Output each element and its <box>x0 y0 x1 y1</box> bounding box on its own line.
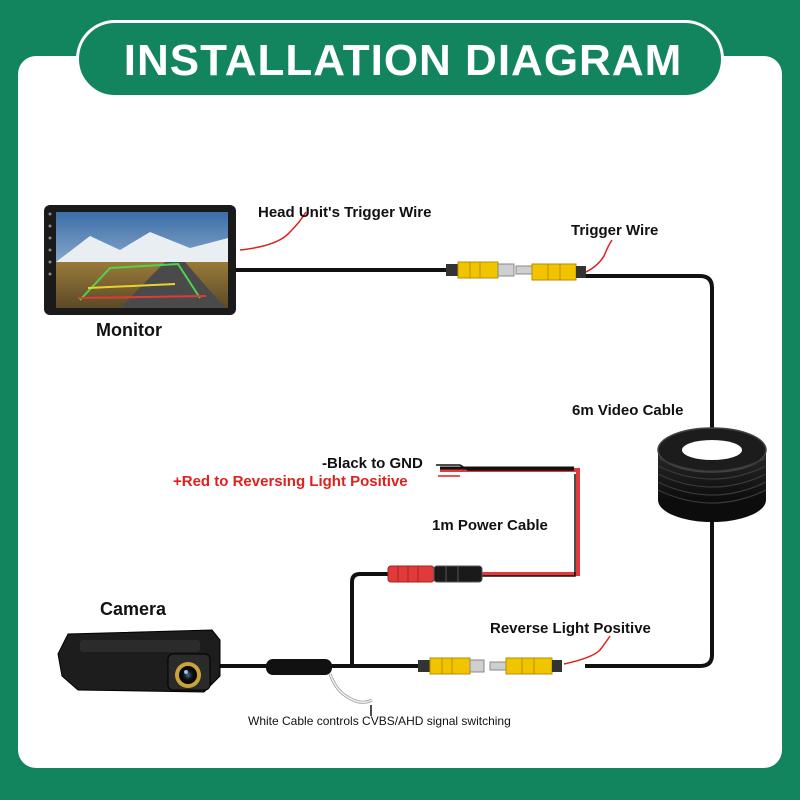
trigger-wire-label: Trigger Wire <box>571 222 658 239</box>
reverse-positive-label: Reverse Light Positive <box>490 620 651 637</box>
camera-unit <box>57 629 221 693</box>
cable-junction-box <box>266 659 332 675</box>
power-connector-black <box>433 565 483 583</box>
video-cable-coil <box>657 427 767 522</box>
rca-female-connector-top <box>446 261 515 279</box>
power-cable-label: 1m Power Cable <box>432 517 548 534</box>
power-connector-red <box>387 565 435 583</box>
monitor-label: Monitor <box>96 320 162 340</box>
page-title: INSTALLATION DIAGRAM <box>123 36 683 85</box>
red-positive-label: +Red to Reversing Light Positive <box>173 473 408 490</box>
annotation-pointers <box>239 211 613 665</box>
monitor-head-unit <box>44 205 236 315</box>
title-banner: INSTALLATION DIAGRAM <box>76 20 724 98</box>
rca-male-connector-top <box>515 263 586 281</box>
white-control-wire <box>328 673 373 704</box>
black-gnd-label: -Black to GND <box>322 455 423 472</box>
rca-male-connector-bottom <box>489 657 562 675</box>
camera-label: Camera <box>100 599 167 619</box>
annotation-pointers-black <box>370 464 574 716</box>
white-cable-label: White Cable controls CVBS/AHD signal swi… <box>248 714 511 728</box>
rca-female-connector-bottom <box>418 657 485 675</box>
video-cable-label: 6m Video Cable <box>572 402 683 419</box>
head-unit-trigger-label: Head Unit's Trigger Wire <box>258 204 431 221</box>
